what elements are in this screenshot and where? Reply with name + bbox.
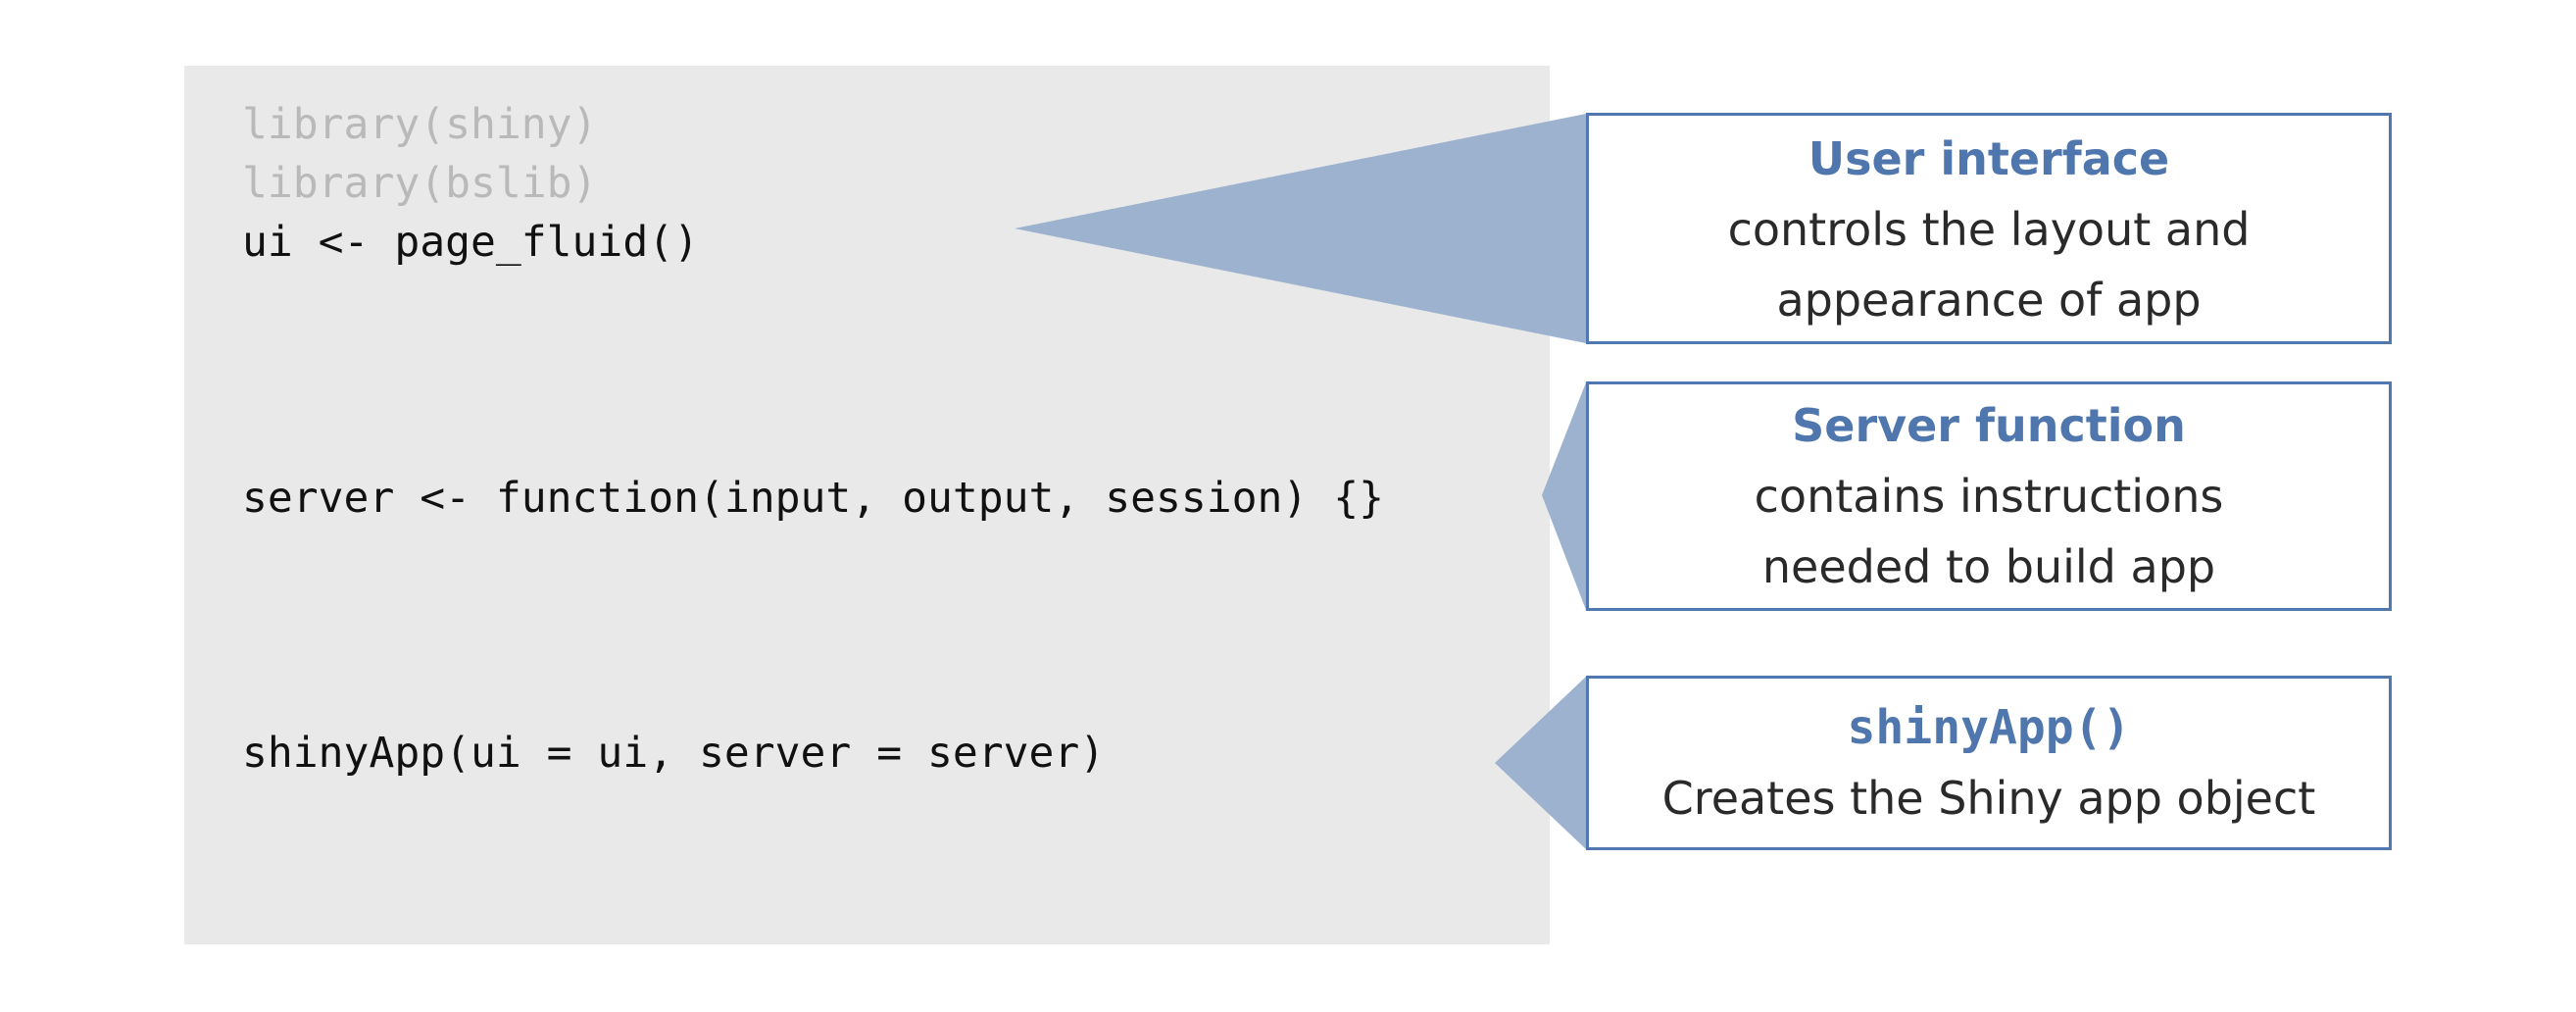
code-line-library-bslib: library(bslib) bbox=[242, 159, 598, 208]
server-callout-title: Server function bbox=[1792, 399, 2186, 452]
shinyapp-callout-line1: Creates the Shiny app object bbox=[1661, 772, 2316, 825]
ui-callout-line2: appearance of app bbox=[1776, 274, 2202, 327]
shinyapp-callout: shinyApp() Creates the Shiny app object bbox=[1586, 676, 2392, 850]
server-callout: Server function contains instructions ne… bbox=[1586, 381, 2392, 611]
code-line-server: server <- function(input, output, sessio… bbox=[242, 474, 1384, 523]
code-line-library-shiny: library(shiny) bbox=[242, 100, 598, 149]
code-line-ui: ui <- page_fluid() bbox=[242, 218, 699, 267]
code-line-shinyapp: shinyApp(ui = ui, server = server) bbox=[242, 729, 1106, 778]
shinyapp-callout-title: shinyApp() bbox=[1847, 700, 2131, 755]
ui-callout-title: User interface bbox=[1808, 132, 2170, 185]
ui-connector bbox=[1015, 114, 1586, 343]
server-callout-line1: contains instructions bbox=[1754, 470, 2224, 523]
app-connector bbox=[1495, 677, 1586, 849]
ui-callout-line1: controls the layout and bbox=[1727, 203, 2251, 256]
server-callout-line2: needed to build app bbox=[1761, 540, 2216, 593]
server-connector bbox=[1542, 382, 1586, 610]
ui-callout: User interface controls the layout and a… bbox=[1586, 113, 2392, 344]
